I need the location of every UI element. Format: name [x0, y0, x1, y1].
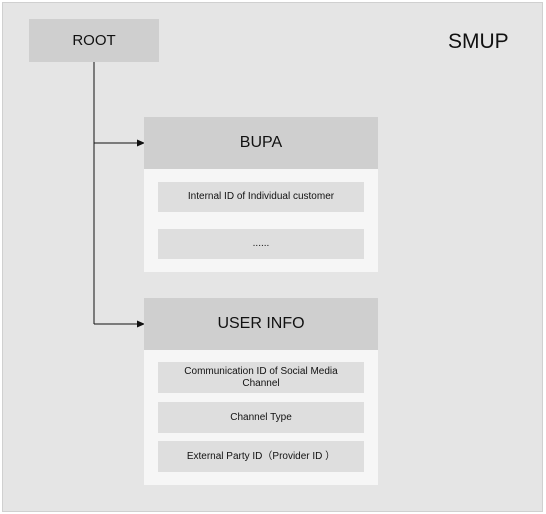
root-label: ROOT — [72, 32, 116, 49]
field-external-party-id: External Party ID（Provider ID ） — [158, 441, 364, 472]
field-channel-type: Channel Type — [158, 402, 364, 433]
field-internal-id: Internal ID of Individual customer — [158, 182, 364, 212]
group-user-info: USER INFO Communication ID of Social Med… — [144, 298, 378, 485]
group-bupa: BUPA Internal ID of Individual customer … — [144, 117, 378, 272]
field-communication-id: Communication ID of Social Media Channel — [158, 362, 364, 393]
root-node: ROOT — [29, 19, 159, 62]
group-bupa-header: BUPA — [144, 117, 378, 169]
diagram-title: SMUP — [448, 30, 509, 53]
group-user-info-header: USER INFO — [144, 298, 378, 350]
field-ellipsis: ...... — [158, 229, 364, 259]
